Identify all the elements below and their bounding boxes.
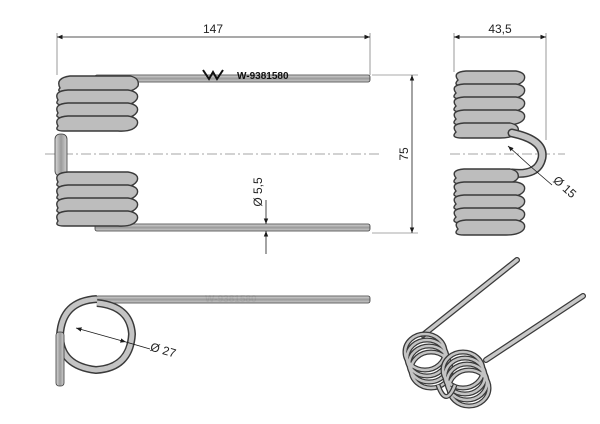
side-upper-coil	[453, 70, 526, 139]
iso-leg-rod	[421, 258, 519, 337]
part-marking-ghost: W-9381580	[205, 294, 257, 305]
isometric-view	[402, 257, 586, 409]
side-loop	[509, 130, 546, 177]
front-view: W-9381580 147 75 Ø 5,5	[45, 22, 418, 254]
lower-coil	[56, 171, 139, 227]
top-view-loop-end	[55, 331, 65, 387]
wire-diameter-label: Ø 5,5	[251, 177, 265, 207]
iso-leg-rod	[484, 294, 585, 362]
lower-leg-rod	[94, 223, 371, 232]
coil-diameter-leader	[125, 341, 151, 350]
top-view: W-9381580 Ø 27	[55, 294, 371, 387]
part-marking: W-9381580	[237, 71, 289, 82]
loop-diameter-leader	[507, 145, 531, 167]
coil-diameter-line	[75, 327, 127, 343]
length-dimension-label: 147	[203, 22, 223, 36]
loop-diameter-leader	[529, 165, 553, 186]
upper-coil	[56, 75, 140, 132]
height-dimension-label: 75	[397, 147, 411, 161]
coil-diameter-label: Ø 27	[149, 340, 178, 361]
connecting-loop	[54, 133, 68, 177]
side-lower-coil	[453, 168, 526, 236]
brand-logo-icon	[202, 69, 224, 81]
width-dimension-label: 43,5	[488, 22, 512, 36]
iso-coil-right	[440, 349, 492, 409]
top-view-coil	[57, 296, 135, 373]
loop-diameter-label: Ø 15	[550, 173, 579, 201]
side-view: 43,5 Ø 15	[450, 22, 579, 236]
